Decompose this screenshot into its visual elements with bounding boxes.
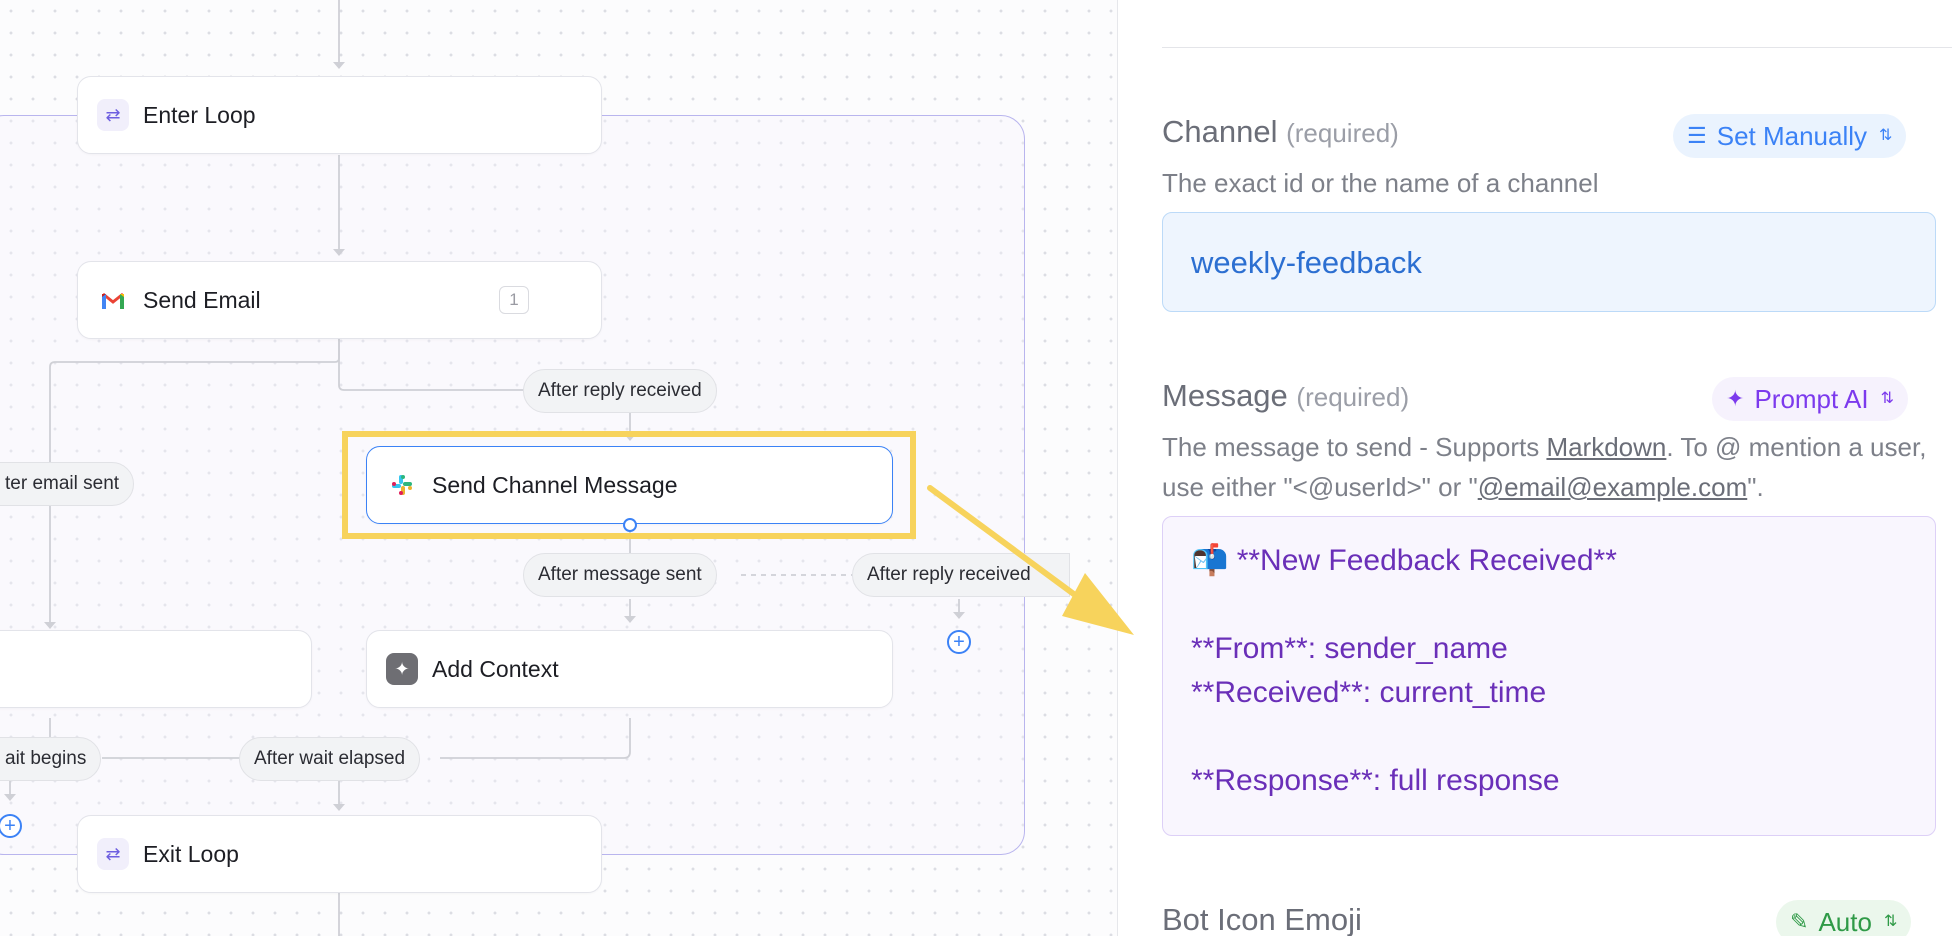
message-line: **From**: sender_name xyxy=(1191,632,1508,665)
loop-icon: ⇄ xyxy=(97,838,129,870)
message-line: **Received**: current_time xyxy=(1191,676,1547,709)
channel-description: The exact id or the name of a channel xyxy=(1162,168,1599,198)
enter-loop-node[interactable]: ⇄ Enter Loop xyxy=(77,76,602,154)
message-line: 📬 **New Feedback Received** xyxy=(1191,544,1617,577)
bot-icon-mode-button[interactable]: ✎ Auto ⇅ xyxy=(1776,900,1912,936)
node-label: Add Context xyxy=(432,655,559,682)
channel-input[interactable]: weekly-feedback xyxy=(1162,212,1936,312)
edge-label-after-reply-received-right[interactable]: After reply received xyxy=(852,553,1070,597)
workflow-canvas[interactable]: ⇄ Enter Loop Send Email 1 After reply re… xyxy=(0,0,1117,936)
edge-label-after-message-sent[interactable]: After message sent xyxy=(523,553,717,597)
email-link[interactable]: @email@example.com xyxy=(1477,472,1748,502)
sparkle-icon: ✦ xyxy=(1726,386,1745,411)
highlight-box xyxy=(342,431,916,539)
desc-text: . To @ mention a user, use either "<@use… xyxy=(1162,432,1927,502)
send-channel-message-node[interactable]: Send Channel Message xyxy=(366,446,893,524)
message-textarea[interactable]: 📬 **New Feedback Received** **From**: se… xyxy=(1162,516,1936,836)
output-port[interactable] xyxy=(623,518,637,532)
node-label: Enter Loop xyxy=(143,101,256,128)
mode-label: Auto xyxy=(1818,906,1872,936)
edge-label-after-reply-received[interactable]: After reply received xyxy=(523,369,717,413)
loop-icon: ⇄ xyxy=(97,99,129,131)
sparkle-context-icon: ✦ xyxy=(386,653,418,685)
node-label: Send Channel Message xyxy=(432,471,678,498)
sliders-icon: ☰ xyxy=(1687,123,1707,148)
edge-label-wait-begins[interactable]: ait begins xyxy=(0,737,102,781)
desc-text: The message to send - Supports xyxy=(1162,432,1547,462)
bot-icon-field-label: Bot Icon Emoji xyxy=(1162,902,1362,936)
mode-label: Set Manually xyxy=(1716,120,1868,151)
chevron-updown-icon: ⇅ xyxy=(1883,913,1898,930)
mode-label: Prompt AI xyxy=(1754,383,1869,414)
panel-divider[interactable] xyxy=(1117,0,1118,936)
add-step-plus-icon[interactable]: + xyxy=(0,814,22,838)
message-field-label: Message (required) xyxy=(1162,378,1409,414)
message-description: The message to send - Supports Markdown.… xyxy=(1162,427,1942,507)
markdown-link[interactable]: Markdown xyxy=(1546,432,1667,462)
count-badge: 1 xyxy=(499,286,529,314)
required-tag: (required) xyxy=(1296,382,1410,412)
channel-mode-button[interactable]: ☰ Set Manually ⇅ xyxy=(1673,114,1907,158)
message-label-text: Message xyxy=(1162,378,1288,413)
message-line xyxy=(1191,583,1907,627)
message-mode-button[interactable]: ✦ Prompt AI ⇅ xyxy=(1712,377,1908,421)
edge-label-after-wait-elapsed[interactable]: After wait elapsed xyxy=(239,737,421,781)
desc-text: ". xyxy=(1747,472,1764,502)
wait-node-partial[interactable] xyxy=(0,630,312,708)
gmail-icon xyxy=(97,284,129,316)
send-email-node[interactable]: Send Email 1 xyxy=(77,261,602,339)
required-tag: (required) xyxy=(1286,118,1399,148)
chevron-updown-icon: ⇅ xyxy=(1880,390,1894,407)
section-divider xyxy=(1162,47,1952,48)
channel-field-label: Channel (required) xyxy=(1162,114,1399,150)
edge-label-after-email-sent[interactable]: ter email sent xyxy=(0,462,135,506)
exit-loop-node[interactable]: ⇄ Exit Loop xyxy=(77,815,602,893)
add-context-node[interactable]: ✦ Add Context xyxy=(366,630,893,708)
magic-wand-icon: ✎ xyxy=(1790,909,1809,934)
chevron-updown-icon: ⇅ xyxy=(1879,127,1893,144)
message-line: **Response**: full response xyxy=(1191,764,1560,797)
node-label: Exit Loop xyxy=(143,840,239,867)
slack-icon xyxy=(386,469,418,501)
message-line xyxy=(1191,715,1907,759)
connector-lines xyxy=(4,0,965,936)
node-label: Send Email xyxy=(143,286,261,313)
add-step-plus-icon[interactable]: + xyxy=(947,630,971,654)
channel-label-text: Channel xyxy=(1162,114,1278,149)
config-panel: Channel (required) ☰ Set Manually ⇅ The … xyxy=(1118,0,1952,936)
